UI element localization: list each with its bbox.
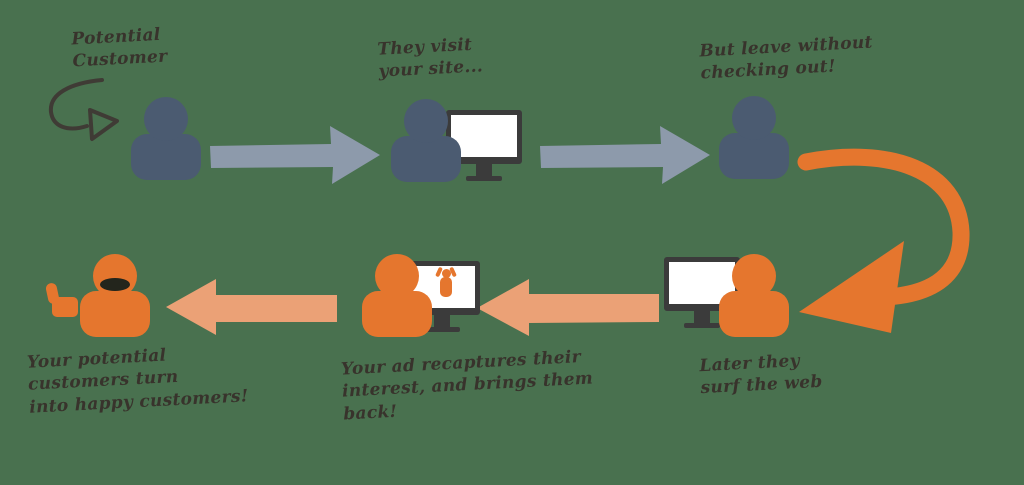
person-head: [144, 97, 188, 141]
person-torso: [719, 291, 789, 337]
fist: [52, 297, 78, 317]
person-torso: [362, 291, 432, 337]
person-head: [732, 96, 776, 140]
ad-figure-body: [440, 277, 452, 297]
site-visitor-icon: [391, 99, 461, 182]
monitor-stand: [694, 311, 710, 323]
caption-potential-customer: Potential Customer: [70, 24, 168, 72]
monitor-base: [466, 176, 502, 181]
caption-visit-site: They visit your site...: [376, 34, 484, 83]
monitor-base: [424, 327, 460, 332]
web-surfer-icon: [719, 254, 789, 337]
ad-figure-icon: [435, 266, 457, 305]
caption-leave-without-checkout: But leave without checking out!: [698, 32, 874, 84]
happy-customer-icon: [80, 254, 150, 337]
person-head: [375, 254, 419, 298]
monitor-base: [684, 323, 720, 328]
person-torso: [131, 134, 201, 180]
flow-arrow-left-icon: [166, 279, 337, 335]
flow-arrow-left-icon: [477, 279, 659, 336]
thumbs-up-icon: [44, 282, 80, 319]
caption-happy-customers: Your potential customers turn into happy…: [26, 345, 249, 418]
person-head: [404, 99, 448, 143]
person-torso: [80, 291, 150, 337]
ad-figure-head: [441, 269, 451, 278]
caption-ad-recaptures: Your ad recaptures their interest, and b…: [340, 347, 594, 425]
potential-customer-icon: [131, 97, 201, 180]
smiling-mouth: [100, 278, 130, 291]
person-torso: [719, 133, 789, 179]
flow-arrow-right-icon: [210, 126, 380, 184]
monitor-stand: [476, 164, 492, 176]
person-head: [93, 254, 137, 298]
sketch-arrow-icon: [48, 78, 119, 141]
leaving-visitor-icon: [719, 96, 789, 179]
person-torso: [391, 136, 461, 182]
curved-return-arrow-icon: [797, 148, 970, 333]
ad-viewer-icon: [362, 254, 432, 337]
caption-surf-web: Later they surf the web: [698, 350, 824, 399]
flow-arrow-right-icon: [540, 126, 710, 184]
monitor-stand: [434, 315, 450, 327]
person-head: [732, 254, 776, 298]
